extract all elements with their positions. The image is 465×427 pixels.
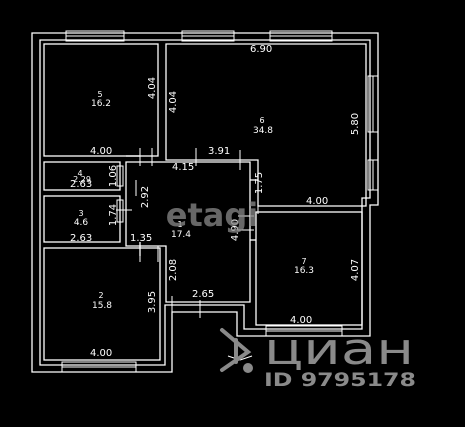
dim-3-91: 3.91 xyxy=(208,146,230,157)
dim-4-00-room7: 4.00 xyxy=(290,315,312,326)
dim-1-74: 1.74 xyxy=(108,204,119,226)
window-right-upper xyxy=(367,75,379,133)
room-5-outline xyxy=(43,43,159,157)
room-5-area: 16.2 xyxy=(91,99,111,109)
dim-2-92: 2.92 xyxy=(140,186,151,208)
dim-1-75: 1.75 xyxy=(254,172,265,194)
window-left-small-2 xyxy=(116,199,124,223)
dim-1-06: 1.06 xyxy=(108,165,119,187)
room-5-number: 5 xyxy=(97,90,102,99)
etagi-watermark: etagi xyxy=(166,196,258,234)
dim-4-00-room6: 4.00 xyxy=(306,196,328,207)
dim-2-65: 2.65 xyxy=(192,289,214,300)
cian-watermark: циан xyxy=(264,324,414,375)
dim-3-95: 3.95 xyxy=(147,291,158,313)
watermarks: etagi циан ID 9795178 xyxy=(166,196,416,391)
window-bottom-left xyxy=(61,361,137,373)
room-6-area: 34.8 xyxy=(253,126,273,136)
dim-4-00-room2: 4.00 xyxy=(90,348,112,359)
room-7-outline xyxy=(255,211,363,326)
room-1-outline xyxy=(125,161,251,303)
room-4-number: 4 xyxy=(77,169,82,178)
dim-4-15: 4.15 xyxy=(172,162,194,173)
dim-4-04-a: 4.04 xyxy=(147,77,158,99)
dim-2-63-b: 2.63 xyxy=(70,233,92,244)
dimension-labels: 6.90 4.04 4.04 5.80 4.00 3.91 4.15 1.06 … xyxy=(70,44,361,359)
outer-wall-inner xyxy=(39,39,371,366)
room-7-number: 7 xyxy=(301,257,306,266)
cian-logo-icon xyxy=(220,328,253,373)
window-top-mid xyxy=(181,30,235,42)
room-6-number: 6 xyxy=(259,116,264,125)
dim-2-08: 2.08 xyxy=(168,259,179,281)
room-labels: 5 16.2 6 34.8 4 2.29 3 4.6 1 17.4 7 16.3… xyxy=(73,90,314,311)
dim-5-80: 5.80 xyxy=(350,113,361,135)
room-1-number: 1 xyxy=(177,220,182,229)
room-7-area: 16.3 xyxy=(294,266,314,276)
window-bottom-right xyxy=(265,325,343,337)
room-4-area: 2.29 xyxy=(73,175,91,184)
window-top-left xyxy=(65,30,125,42)
room-1-area: 17.4 xyxy=(171,230,191,240)
room-2-area: 15.8 xyxy=(92,301,112,311)
window-right-mid xyxy=(367,159,379,191)
room-3-outline xyxy=(43,195,121,243)
room-3-number: 3 xyxy=(78,209,83,218)
windows xyxy=(61,30,379,373)
dim-4-04-b: 4.04 xyxy=(168,91,179,113)
room-2-outline xyxy=(43,247,161,361)
dim-4-00-room5: 4.00 xyxy=(90,146,112,157)
room-3-area: 4.6 xyxy=(74,218,89,228)
dim-4-90: 4.90 xyxy=(230,219,241,241)
dim-1-35: 1.35 xyxy=(130,233,152,244)
dim-6-90: 6.90 xyxy=(250,44,272,55)
listing-id-watermark: ID 9795178 xyxy=(264,369,416,391)
room-6-outline xyxy=(165,43,367,207)
dim-4-07: 4.07 xyxy=(350,259,361,281)
room-2-number: 2 xyxy=(98,291,103,300)
window-left-small xyxy=(116,165,124,187)
dim-2-63-a: 2.63 xyxy=(70,179,92,190)
window-top-right xyxy=(269,30,333,42)
room-4-outline xyxy=(43,161,121,191)
